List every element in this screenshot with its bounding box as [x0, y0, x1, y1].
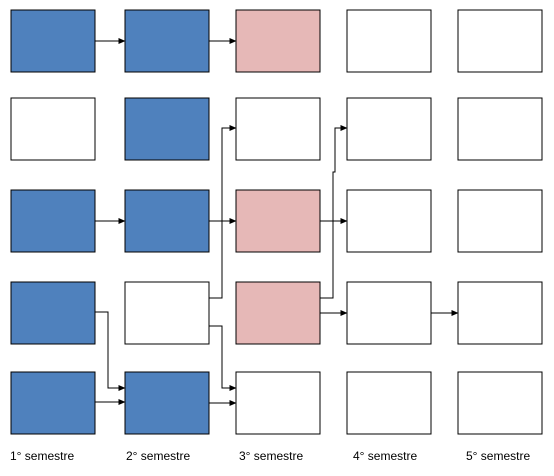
course-box-s4-r3[interactable] [346, 189, 432, 253]
course-box-s4-r5[interactable] [346, 371, 432, 435]
course-box-s4-r4[interactable] [346, 281, 432, 345]
semester-1-label: 1° semestre [10, 449, 74, 463]
course-box-s2-r1[interactable] [124, 9, 210, 73]
course-box-s3-r2[interactable] [235, 97, 321, 161]
course-box-s2-r3[interactable] [124, 189, 210, 253]
course-box-s1-r3[interactable] [10, 189, 96, 253]
course-boxes-layer [10, 9, 543, 435]
connections-layer [95, 38, 459, 406]
course-box-s1-r5[interactable] [10, 371, 96, 435]
course-box-s5-r1[interactable] [457, 9, 543, 73]
course-box-s5-r5[interactable] [457, 371, 543, 435]
connector-arrow-10 [95, 311, 126, 391]
course-box-s3-r4[interactable] [235, 281, 321, 345]
course-box-s1-r1[interactable] [10, 9, 96, 73]
course-box-s3-r3[interactable] [235, 189, 321, 253]
semester-3-label: 3° semestre [239, 449, 303, 463]
connector-arrow-5 [209, 125, 237, 299]
course-box-s2-r4[interactable] [124, 281, 210, 345]
course-box-s2-r5[interactable] [124, 371, 210, 435]
course-box-s3-r5[interactable] [235, 371, 321, 435]
semester-4-label: 4° semestre [353, 449, 417, 463]
course-box-s1-r4[interactable] [10, 281, 96, 345]
connector-arrow-7 [320, 125, 348, 299]
semester-2-label: 2° semestre [126, 449, 190, 463]
course-box-s5-r2[interactable] [457, 97, 543, 161]
course-box-s5-r4[interactable] [457, 281, 543, 345]
course-box-s1-r2[interactable] [10, 97, 96, 161]
semester-5-label: 5° semestre [466, 449, 530, 463]
course-box-s5-r3[interactable] [457, 189, 543, 253]
connector-arrow-12 [209, 325, 237, 391]
course-box-s3-r1[interactable] [235, 9, 321, 73]
course-box-s4-r2[interactable] [346, 97, 432, 161]
course-box-s4-r1[interactable] [346, 9, 432, 73]
semester-labels-layer: 1° semestre 2° semestre 3° semestre 4° s… [10, 449, 530, 463]
course-box-s2-r2[interactable] [124, 97, 210, 161]
